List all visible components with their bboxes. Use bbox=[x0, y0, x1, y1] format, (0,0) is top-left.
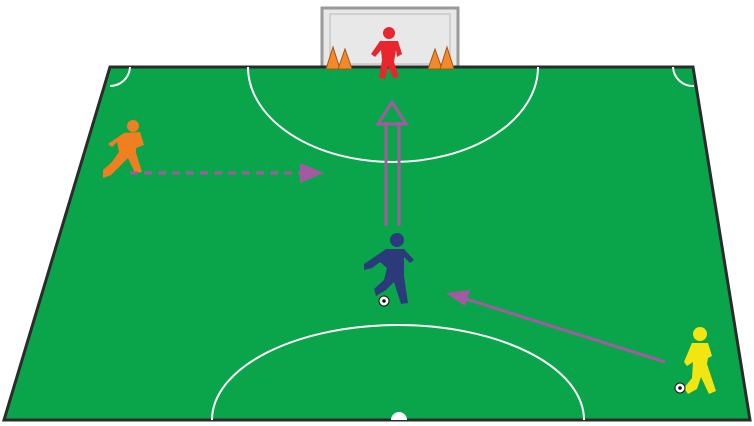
pitch-surface bbox=[4, 67, 750, 420]
ball-icon bbox=[675, 383, 685, 393]
ball-icon bbox=[379, 296, 389, 306]
